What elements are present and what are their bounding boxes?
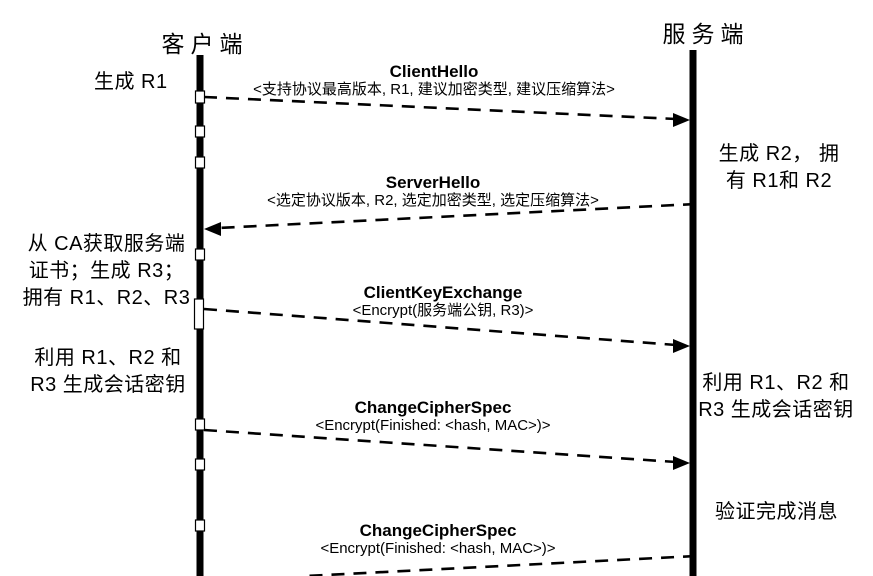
activation-tick bbox=[194, 418, 206, 431]
message-name: ClientHello bbox=[389, 62, 479, 81]
activation-tick bbox=[194, 248, 206, 261]
message-params: <Encrypt(Finished: <hash, MAC>)> bbox=[315, 417, 551, 434]
note-server-verify: 验证完成消息 bbox=[715, 501, 838, 523]
message-params: <Encrypt(服务端公钥, R3)> bbox=[352, 302, 534, 319]
client-activation-ticks bbox=[193, 90, 206, 532]
arrow-clientkeyexchange bbox=[203, 307, 677, 347]
activation-tick bbox=[194, 125, 206, 138]
message-params: <Encrypt(Finished: <hash, MAC>)> bbox=[320, 540, 556, 557]
arrow-clienthello bbox=[203, 95, 677, 121]
message-changecipherspec-2: ChangeCipherSpec <Encrypt(Finished: <has… bbox=[320, 521, 555, 558]
activation-tick bbox=[194, 458, 206, 471]
message-serverhello: ServerHello <选定协议版本, R2, 选定加密类型, 选定压缩算法> bbox=[267, 173, 599, 210]
message-clientkeyexchange: ClientKeyExchange <Encrypt(服务端公钥, R3)> bbox=[353, 283, 534, 320]
message-params: <选定协议版本, R2, 选定加密类型, 选定压缩算法> bbox=[267, 192, 599, 209]
arrow-changecipherspec-1 bbox=[203, 428, 677, 464]
activation-tick bbox=[194, 156, 206, 169]
message-name: ChangeCipherSpec bbox=[359, 521, 517, 540]
arrowhead-changecipherspec-1 bbox=[673, 456, 690, 470]
note-server-generate-r2: 生成 R2， 拥 有 R1和 R2 bbox=[718, 143, 840, 192]
participant-client-label: 客户端 bbox=[161, 31, 249, 57]
note-client-session-key: 利用 R1、R2 和 R3 生成会话密钥 bbox=[30, 347, 186, 396]
message-changecipherspec-1: ChangeCipherSpec <Encrypt(Finished: <has… bbox=[315, 398, 550, 435]
activation-tick bbox=[194, 90, 206, 104]
arrow-serverhello bbox=[217, 202, 697, 230]
message-name: ChangeCipherSpec bbox=[354, 398, 512, 417]
note-server-session-key: 利用 R1、R2 和 R3 生成会话密钥 bbox=[698, 372, 854, 421]
message-name: ServerHello bbox=[385, 173, 481, 192]
message-name: ClientKeyExchange bbox=[363, 283, 523, 302]
arrow-changecipherspec-2 bbox=[305, 554, 697, 576]
note-client-generate-r1: 生成 R1 bbox=[94, 71, 168, 93]
activation-tick bbox=[194, 519, 206, 532]
arrowhead-clientkeyexchange bbox=[673, 339, 690, 353]
note-client-get-cert: 从 CA获取服务端 证书；生成 R3； 拥有 R1、R2、R3 bbox=[22, 233, 191, 309]
arrowhead-serverhello bbox=[204, 222, 221, 236]
message-clienthello: ClientHello <支持协议最高版本, R1, 建议加密类型, 建议压缩算… bbox=[253, 62, 615, 99]
message-params: <支持协议最高版本, R1, 建议加密类型, 建议压缩算法> bbox=[253, 81, 615, 98]
activation-tick bbox=[193, 298, 205, 330]
participant-server-label: 服务端 bbox=[662, 21, 750, 47]
arrowhead-clienthello bbox=[673, 113, 690, 127]
